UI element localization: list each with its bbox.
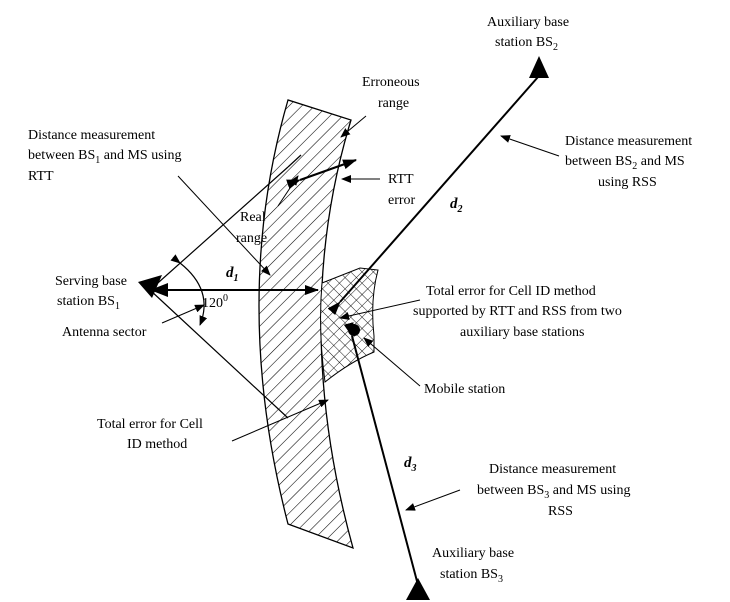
bs3-label-line1: Auxiliary base — [432, 546, 514, 561]
d3-label: d3 — [404, 455, 417, 474]
dm2-label-line1: Distance measurement — [565, 134, 692, 149]
bs2-label-line2: station BS2 — [495, 35, 558, 53]
antenna-sector-label: Antenna sector — [62, 325, 147, 340]
mobile-pointer — [363, 337, 421, 387]
d2-line — [327, 76, 539, 316]
bs2-label-line1: Auxiliary base — [487, 15, 569, 30]
bs2-triangle — [529, 56, 549, 78]
dm1-label-line3: RTT — [28, 169, 54, 184]
d1-label: d1 — [226, 265, 239, 284]
erroneous-pointer — [340, 115, 367, 138]
erroneous-label-line2: range — [378, 96, 409, 111]
serving-label-line2: station BS1 — [57, 294, 120, 312]
dm2-pointer — [500, 135, 560, 157]
d1-arrow-start — [150, 283, 168, 297]
rtt-error-arrow — [286, 158, 357, 190]
angle-label: 1200 — [202, 293, 228, 311]
total-rtt-label-line2: supported by RTT and RSS from two — [413, 304, 622, 319]
bs1-triangle — [138, 275, 162, 298]
dm1-label-line1: Distance measurement — [28, 128, 155, 143]
erroneous-label-line1: Erroneous — [362, 75, 420, 90]
dm1-label-line2: between BS1 and MS using — [28, 148, 182, 166]
total-cell-pointer — [231, 399, 329, 442]
mobile-station-label: Mobile station — [424, 382, 505, 397]
dm3-label-line1: Distance measurement — [489, 462, 616, 477]
dm3-label-line2: between BS3 and MS using — [477, 483, 631, 501]
bs3-triangle — [406, 578, 430, 600]
real-range-pointer — [277, 175, 299, 207]
angle-arc — [170, 254, 208, 326]
total-rtt-label-line1: Total error for Cell ID method — [426, 284, 596, 299]
mobile-station-dot — [348, 324, 360, 336]
antenna-sector-pointer — [161, 304, 205, 324]
real-range-label-line1: Real — [240, 210, 266, 225]
rtt-error-label-line1: RTT — [388, 172, 414, 187]
bs3-label-line2: station BS3 — [440, 567, 503, 585]
d3-line — [343, 322, 419, 586]
dm1-pointer — [177, 175, 271, 276]
total-cell-label-line1: Total error for Cell — [97, 417, 203, 432]
total-cell-label-line2: ID method — [127, 437, 187, 452]
total-error-zone-hatch — [320, 267, 379, 383]
real-range-label-line2: range — [236, 231, 267, 246]
dm2-label-line2: between BS2 and MS — [565, 154, 685, 172]
d2-label: d2 — [450, 196, 463, 215]
erroneous-range-band — [258, 99, 354, 550]
dm3-pointer — [405, 489, 461, 511]
total-rtt-pointer — [339, 299, 421, 320]
rtt-error-label-line2: error — [388, 193, 416, 208]
total-rtt-label-line3: auxiliary base stations — [460, 325, 584, 340]
dm2-label-line3: using RSS — [598, 175, 657, 190]
serving-label-line1: Serving base — [55, 274, 127, 289]
dm3-label-line3: RSS — [548, 504, 573, 519]
